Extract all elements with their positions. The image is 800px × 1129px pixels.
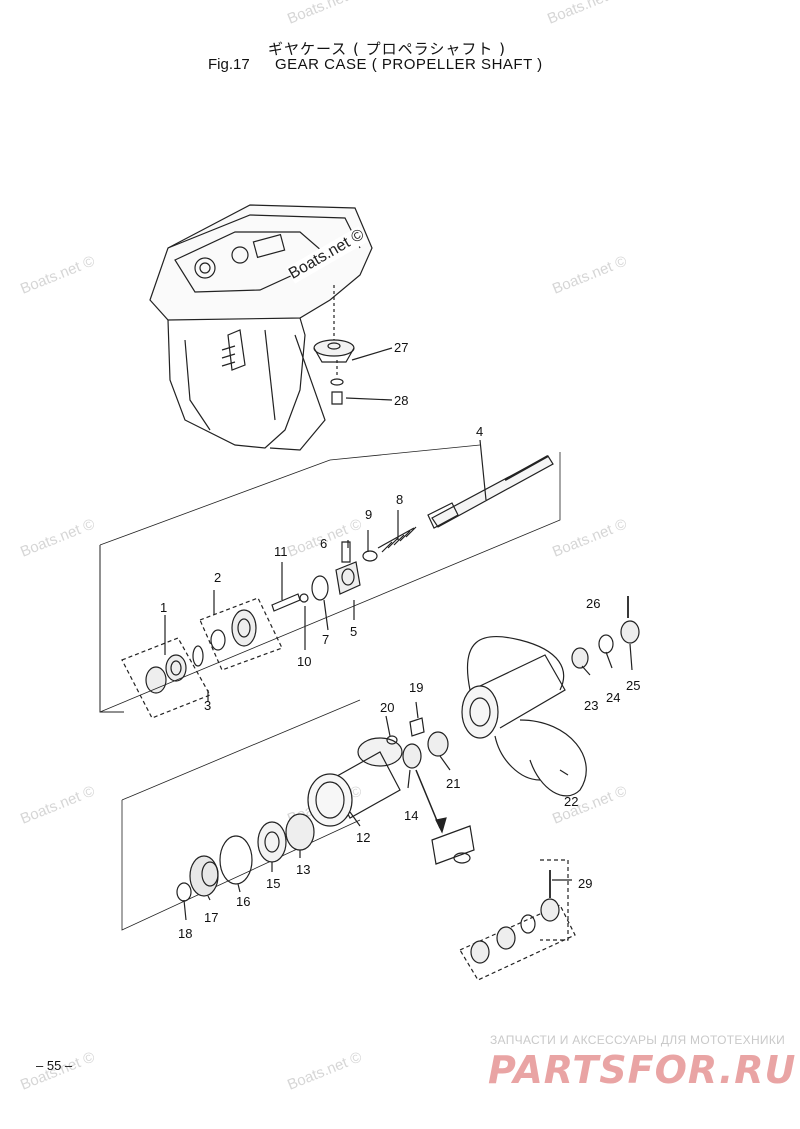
callout-26: 26: [586, 596, 600, 611]
callout-6: 6: [320, 536, 327, 551]
brand-logo[interactable]: PARTSFOR.RU: [488, 1048, 797, 1092]
figure-number: Fig.17: [208, 56, 250, 73]
callout-23: 23: [584, 698, 598, 713]
callout-8: 8: [396, 492, 403, 507]
ball-bearing-part: [257, 821, 287, 863]
callout-20: 20: [380, 700, 394, 715]
callout-28: 28: [394, 393, 408, 408]
nut-part: [540, 898, 560, 922]
washer-part: [386, 735, 398, 745]
pin-part: [341, 541, 351, 563]
group-2-box: [199, 597, 283, 671]
nut-part: [620, 620, 640, 644]
shift-plunger-part: [271, 593, 301, 612]
callout-5: 5: [350, 624, 357, 639]
spacer-part: [470, 940, 490, 964]
washer-part: [598, 634, 614, 654]
snap-ring-part: [311, 575, 329, 601]
shim-part: [176, 882, 192, 902]
callout-27: 27: [394, 340, 408, 355]
washer-part: [520, 914, 536, 934]
gear-case-housing: [149, 204, 373, 451]
callout-labels: 1 2 3 4 5 6 7 8 9 10 11 12 13 14 15 16 1…: [160, 340, 640, 941]
plunger-part: [362, 550, 378, 562]
callout-3: 3: [204, 698, 211, 713]
thrust-ring-part: [427, 731, 449, 757]
callout-16: 16: [236, 894, 250, 909]
callout-10: 10: [297, 654, 311, 669]
reverse-gear-part: [189, 855, 219, 897]
title-english: GEAR CASE ( PROPELLER SHAFT ): [275, 56, 543, 73]
bolt-part: [409, 717, 425, 737]
shim-part: [192, 645, 204, 667]
callout-9: 9: [365, 507, 372, 522]
spring-part: [377, 526, 417, 553]
spacer-part: [571, 647, 589, 669]
callout-25: 25: [626, 678, 640, 693]
washer-part: [496, 926, 516, 950]
callout-12: 12: [356, 830, 370, 845]
tool-part: [431, 825, 475, 865]
group-29-box: [459, 904, 576, 981]
callout-1: 1: [160, 600, 167, 615]
callout-17: 17: [204, 910, 218, 925]
callout-14: 14: [404, 808, 418, 823]
ball-part: [299, 593, 309, 603]
callout-19: 19: [409, 680, 423, 695]
callout-24: 24: [606, 690, 620, 705]
callout-22: 22: [564, 794, 578, 809]
callout-4: 4: [476, 424, 483, 439]
bearing-housing-part: [307, 737, 403, 827]
clutch-part: [335, 561, 361, 595]
arrow-line: [415, 769, 441, 829]
brand-tagline: ЗАПЧАСТИ И АКСЕССУАРЫ ДЛЯ МОТОТЕХНИКИ: [490, 1033, 786, 1047]
callout-7: 7: [322, 632, 329, 647]
callout-29: 29: [578, 876, 592, 891]
callout-13: 13: [296, 862, 310, 877]
anode-part: [313, 285, 355, 405]
needle-bearing-part: [285, 813, 315, 851]
title-japanese: ギヤケース ( プロペラシャフト ): [268, 40, 506, 58]
callout-11: 11: [274, 544, 288, 559]
page-number: – 55 –: [36, 1058, 73, 1073]
bearing-part: [145, 654, 187, 694]
callout-21: 21: [446, 776, 460, 791]
oil-seal-part: [402, 743, 422, 769]
o-ring-part: [219, 835, 253, 885]
propeller-part: [461, 636, 587, 797]
callout-15: 15: [266, 876, 280, 891]
forward-gear-part: [210, 609, 257, 651]
callout-18: 18: [178, 926, 192, 941]
callout-2: 2: [214, 570, 221, 585]
propeller-shaft: [427, 455, 554, 529]
